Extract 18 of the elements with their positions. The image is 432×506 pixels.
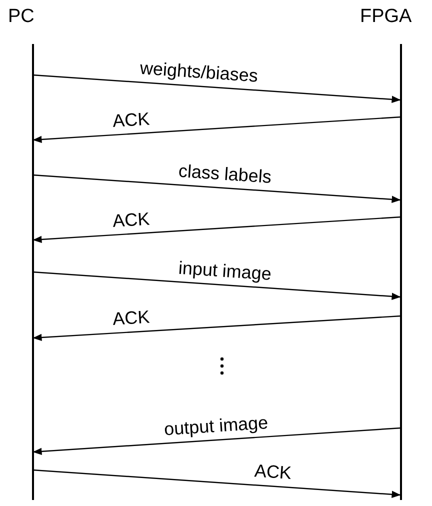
message-arrow <box>32 74 401 103</box>
participant-label: PC <box>8 6 34 28</box>
edge-label: ACK <box>111 108 152 132</box>
message-arrow <box>32 271 401 300</box>
message-arrow <box>32 174 401 203</box>
edge-label: weights/biases <box>138 58 260 88</box>
edge-label: class labels <box>176 160 274 188</box>
message-arrow <box>32 469 401 498</box>
edge-label: ACK <box>252 460 294 484</box>
edge-label: ACK <box>111 306 152 330</box>
message-arrow <box>32 427 401 455</box>
edge-label: input image <box>176 258 274 286</box>
participant-label: FPGA <box>360 6 412 28</box>
message-arrow <box>32 216 401 244</box>
message-arrow <box>32 116 401 144</box>
edge-label: output image <box>162 412 270 440</box>
edge-label: ACK <box>111 208 152 232</box>
message-arrow <box>32 315 401 342</box>
